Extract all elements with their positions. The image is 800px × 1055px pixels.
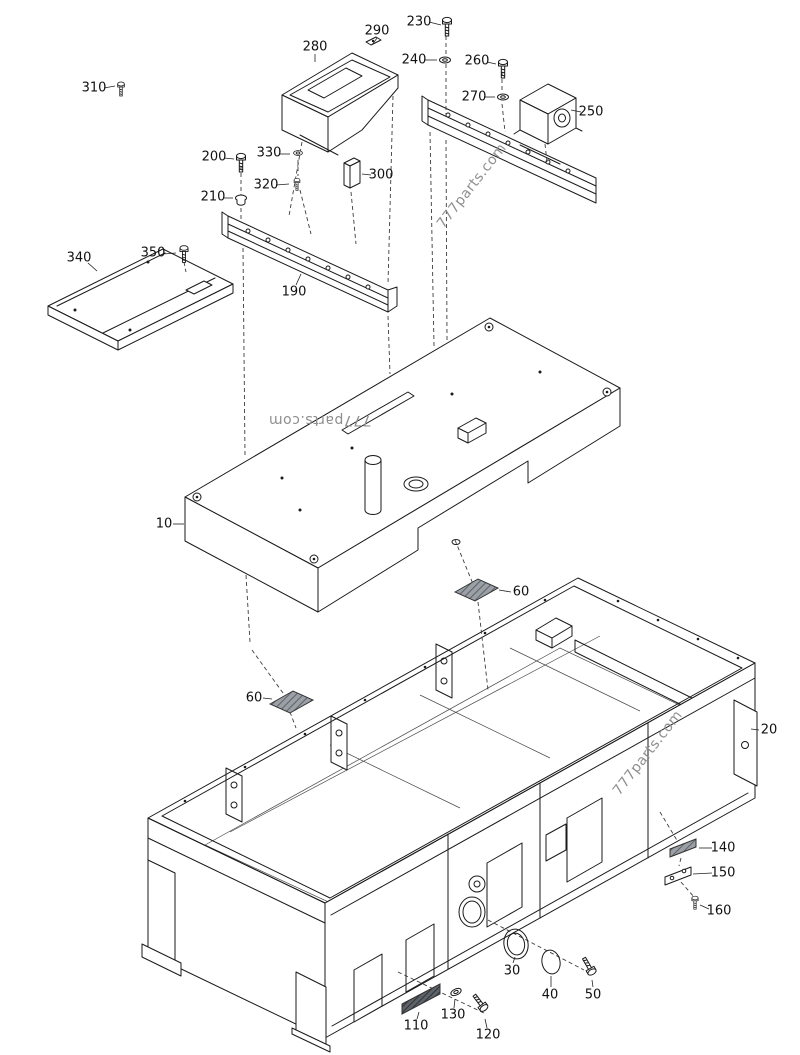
callout-340: 340 <box>67 251 92 266</box>
callout-10: 10 <box>156 517 173 532</box>
bolt-200 <box>236 152 246 173</box>
callout-leader-110 <box>416 1011 420 1020</box>
callout-leader-160 <box>699 904 710 910</box>
callout-150: 150 <box>711 866 736 881</box>
callout-leader-340 <box>87 262 98 272</box>
callout-40: 40 <box>542 988 559 1003</box>
bolt-50 <box>579 955 598 978</box>
box-250 <box>513 83 583 145</box>
callout-leader-60-upper <box>498 589 512 593</box>
callout-160: 160 <box>707 904 732 919</box>
callout-leader-150 <box>692 872 713 875</box>
callout-leader-230 <box>428 21 442 26</box>
rail-upper <box>421 95 597 204</box>
pad-60-upper <box>453 578 500 602</box>
watermark-1: 777parts.com <box>434 140 510 231</box>
bolt-260 <box>498 58 508 79</box>
snap-ring-40 <box>541 945 562 975</box>
plate-150 <box>664 866 692 886</box>
callout-leader-320 <box>275 183 290 186</box>
callout-350: 350 <box>141 246 166 261</box>
callout-leader-120 <box>484 1018 488 1029</box>
pad-60-lower <box>268 690 315 714</box>
callout-260: 260 <box>465 54 490 69</box>
callout-leader-250 <box>570 109 582 113</box>
battery-tray-280 <box>281 52 399 156</box>
interior-bracket-posts <box>225 643 453 823</box>
callout-320: 320 <box>254 178 279 193</box>
callout-270: 270 <box>462 90 487 105</box>
frame-20 <box>141 577 758 1053</box>
callout-50: 50 <box>585 988 602 1003</box>
callout-330: 330 <box>257 146 282 161</box>
callout-leader-350 <box>162 252 177 255</box>
callout-140: 140 <box>711 841 736 856</box>
callout-leader-290 <box>371 37 378 46</box>
callout-290: 290 <box>365 24 390 39</box>
bolt-120 <box>470 992 490 1014</box>
callout-leader-30 <box>512 956 516 964</box>
callout-20: 20 <box>761 723 778 738</box>
washer-270 <box>497 93 509 101</box>
callout-190: 190 <box>282 285 307 300</box>
callout-leader-20 <box>750 728 760 731</box>
seal-ring-30 <box>503 928 529 960</box>
callout-280: 280 <box>303 40 328 55</box>
callout-60-lower: 60 <box>246 691 263 706</box>
callout-leader-260 <box>486 61 497 65</box>
callout-leader-200 <box>223 157 235 160</box>
rail-190 <box>221 211 398 313</box>
callout-60-upper: 60 <box>513 585 530 600</box>
plate-110 <box>401 983 441 1015</box>
bolt-310 <box>117 81 125 97</box>
callout-250: 250 <box>579 105 604 120</box>
watermark-2: 777parts.com <box>268 412 371 428</box>
callout-leader-130 <box>453 998 456 1009</box>
washer-130 <box>449 986 463 998</box>
tank-cover-10 <box>184 317 621 613</box>
nut-330 <box>293 150 303 156</box>
callout-leader-300 <box>361 173 372 176</box>
callout-210: 210 <box>201 190 226 205</box>
screw-160 <box>691 895 699 910</box>
bolt-230 <box>442 16 452 37</box>
callout-30: 30 <box>504 964 521 979</box>
callout-layer: 230 290 280 240 260 310 270 250 200 330 300 320 210 3… <box>67 15 778 1043</box>
grommet-210 <box>235 194 247 206</box>
clip-290 <box>365 36 382 46</box>
tray-340 <box>47 248 234 351</box>
callout-240: 240 <box>402 53 427 68</box>
callout-300: 300 <box>369 168 394 183</box>
rim-rivets <box>183 598 740 803</box>
callout-120: 120 <box>476 1028 501 1043</box>
callout-200: 200 <box>202 150 227 165</box>
callout-130: 130 <box>441 1008 466 1023</box>
callout-110: 110 <box>404 1019 429 1034</box>
spacer-300 <box>343 157 361 189</box>
callout-leader-310 <box>103 85 116 89</box>
callout-310: 310 <box>82 81 107 96</box>
callout-230: 230 <box>407 15 432 30</box>
callout-leader-60-lower <box>262 697 273 700</box>
washer-240 <box>439 56 451 64</box>
callout-leader-190 <box>295 273 302 286</box>
plate-140 <box>669 838 697 858</box>
callout-leader-50 <box>591 979 594 988</box>
